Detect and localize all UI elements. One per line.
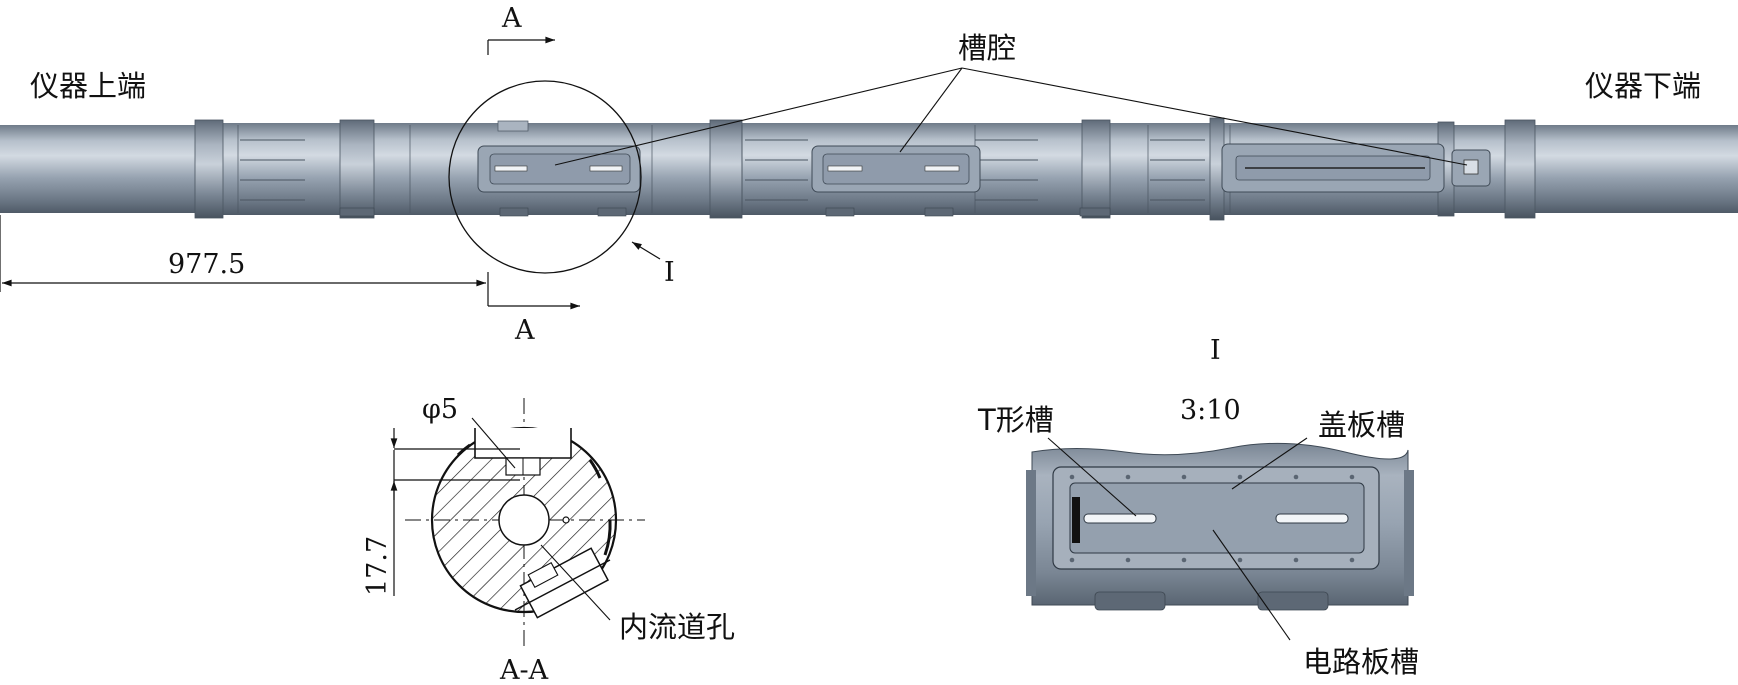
detail-circle bbox=[448, 80, 642, 274]
section-marker-top: A bbox=[501, 3, 522, 34]
length-dimension-value: 977.5 bbox=[168, 249, 245, 280]
groove-cavity-label: 槽腔 bbox=[958, 31, 1016, 65]
section-marker-bottom: A bbox=[514, 315, 535, 346]
inner-channel-hole-label: 内流道孔 bbox=[619, 610, 735, 644]
section-title: A-A bbox=[499, 655, 549, 685]
detail-scale: 3:10 bbox=[1180, 395, 1241, 426]
detail-marker-label: I bbox=[664, 257, 675, 288]
slot-cavity-2 bbox=[811, 145, 981, 193]
groove-cavity-leaders bbox=[554, 67, 1468, 166]
detail-view bbox=[1026, 437, 1414, 641]
lower-end-label: 仪器下端 bbox=[1585, 69, 1701, 103]
slot-cavity-3 bbox=[1221, 143, 1491, 193]
offset-dimension-value: 17.7 bbox=[362, 536, 393, 596]
circuit-board-groove-label: 电路板槽 bbox=[1303, 645, 1419, 679]
t-slot-label: T形槽 bbox=[977, 403, 1054, 437]
slot-cavity-1 bbox=[477, 145, 641, 193]
detail-title: I bbox=[1210, 335, 1221, 366]
length-dimension bbox=[0, 215, 487, 292]
upper-end-label: 仪器上端 bbox=[30, 69, 146, 103]
section-line bbox=[487, 36, 580, 310]
diameter-label: φ5 bbox=[422, 394, 458, 425]
section-view-aa bbox=[390, 398, 645, 650]
cover-plate-groove-label: 盖板槽 bbox=[1318, 408, 1405, 442]
